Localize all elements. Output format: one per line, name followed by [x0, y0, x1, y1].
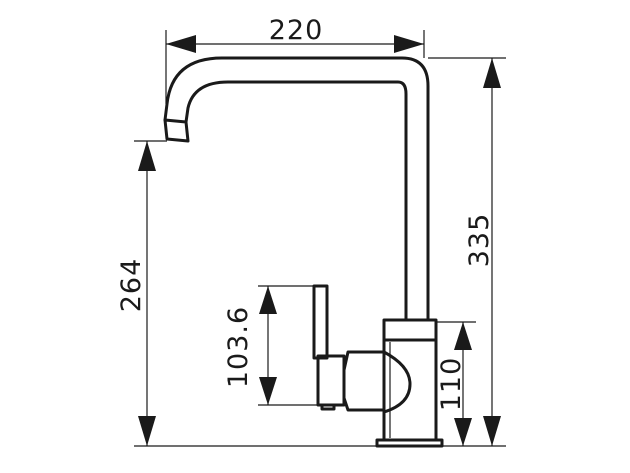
cartridge-housing	[342, 350, 386, 412]
faucet-outline	[163, 56, 444, 448]
base-plate	[375, 438, 444, 448]
dimension-body-height: 110	[436, 322, 472, 446]
dimension-total-height: 335	[464, 58, 501, 446]
dimension-spout-reach: 220	[166, 15, 424, 53]
lever-stem	[312, 284, 329, 360]
spout-inner-contour	[184, 80, 408, 322]
lever-grip	[316, 354, 346, 407]
dimension-label-handle-height: 103.6	[223, 306, 254, 388]
dimension-handle-height: 103.6	[223, 286, 277, 405]
dimension-spout-outlet-height: 264	[116, 141, 156, 446]
dimension-label-spout-reach: 220	[269, 15, 324, 46]
extension-lines	[134, 30, 506, 447]
lever-cap	[320, 403, 336, 411]
cartridge-dome	[382, 350, 412, 414]
dimension-label-body-height: 110	[436, 357, 467, 412]
spout-nozzle	[163, 118, 190, 143]
spout-outer-contour	[163, 56, 430, 322]
dimension-label-spout-outlet-height: 264	[116, 258, 147, 313]
dimension-label-total-height: 335	[464, 213, 495, 268]
